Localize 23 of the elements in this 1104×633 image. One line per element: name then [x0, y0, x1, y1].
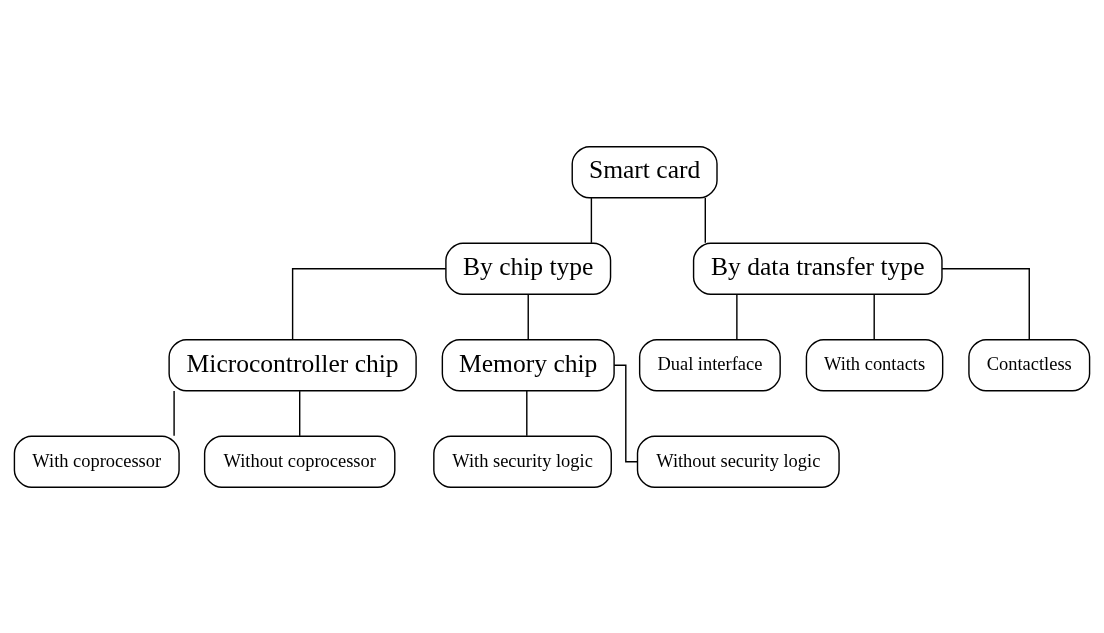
connector [736, 293, 738, 340]
node-box: With security logic [433, 435, 612, 488]
connector [527, 293, 529, 340]
node-box: Memory chip [441, 338, 615, 391]
connector [291, 267, 447, 340]
node-box: Dual interface [638, 338, 781, 391]
connector [704, 196, 706, 243]
connector [613, 364, 639, 462]
node-box: Without coprocessor [203, 435, 396, 488]
connector [299, 389, 301, 437]
node-box: With contacts [805, 338, 944, 391]
connector [941, 267, 1030, 340]
node-box: By chip type [445, 242, 612, 295]
node-box: Without security logic [636, 435, 840, 488]
node-box: Smart card [571, 145, 718, 198]
node-box: Microcontroller chip [168, 338, 417, 391]
node-box: With coprocessor [13, 435, 180, 488]
connector [173, 389, 175, 437]
node-box: Contactless [968, 338, 1091, 391]
connector [526, 389, 528, 437]
node-box: By data transfer type [692, 242, 943, 295]
connector [873, 293, 875, 340]
connector [590, 196, 593, 243]
